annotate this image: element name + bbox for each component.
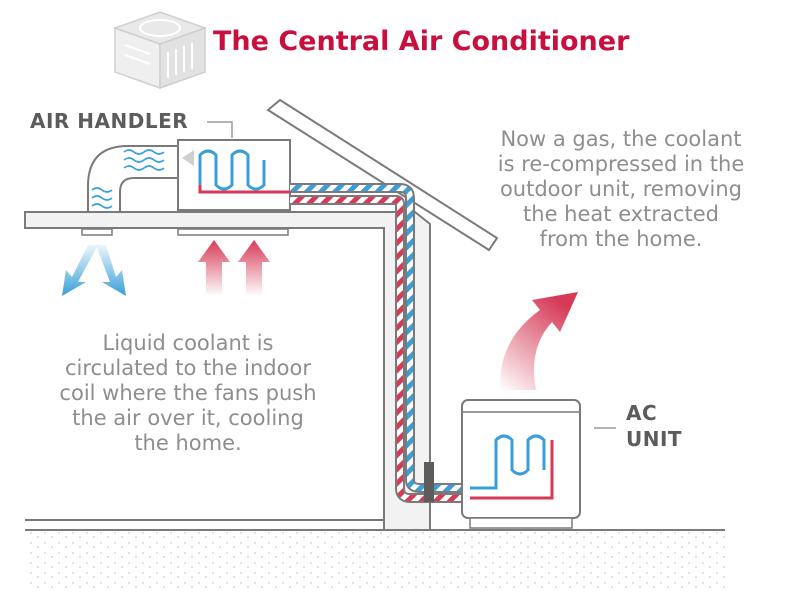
outdoor-caption-line: from the home.	[540, 227, 703, 251]
return-vent	[177, 228, 289, 236]
indoor-caption: Liquid coolant is circulated to the indo…	[59, 331, 316, 455]
indoor-caption-line: coil where the fans push	[59, 381, 316, 405]
fan-arrow	[182, 150, 194, 166]
outdoor-coil-cool	[470, 434, 546, 490]
ac-unit-base	[469, 517, 573, 529]
roof	[266, 98, 499, 252]
air-duct	[87, 145, 179, 213]
outdoor-caption-line: Now a gas, the coolant	[500, 127, 741, 151]
line-outer-2	[290, 195, 470, 503]
warm-air-arrows	[198, 240, 270, 296]
ac-unit-label-line1: AC	[626, 401, 657, 425]
outdoor-caption-line: outdoor unit, removing	[500, 177, 742, 201]
cool-air-arrows	[62, 245, 126, 296]
indoor-coil	[198, 149, 266, 191]
supply-vent	[81, 228, 113, 236]
ground	[25, 530, 725, 590]
outdoor-caption-line: the heat extracted	[523, 202, 719, 226]
liquid-line	[290, 197, 470, 501]
ac-unit-icon	[112, 11, 208, 90]
ac-unit-label-line2: UNIT	[626, 427, 682, 451]
wall-penetration	[424, 462, 434, 502]
page-title: The Central Air Conditioner	[213, 26, 630, 57]
suction-line	[290, 185, 470, 491]
outdoor-caption-line: is re-compressed in the	[498, 152, 744, 176]
air-handler-unit	[177, 139, 291, 211]
air-handler-label: AIR HANDLER	[30, 109, 188, 133]
ac-unit-body	[461, 399, 581, 519]
indoor-caption-line: the air over it, cooling	[72, 406, 304, 430]
air-handler-leader	[207, 121, 233, 138]
duct-airflow	[91, 149, 165, 209]
indoor-coil-outlet	[198, 185, 290, 194]
indoor-caption-line: Liquid coolant is	[103, 331, 274, 355]
indoor-caption-line: circulated to the indoor	[65, 356, 311, 380]
outdoor-caption: Now a gas, the coolant is re-compressed …	[498, 127, 744, 251]
indoor-caption-line: the home.	[134, 431, 241, 455]
outdoor-coil-warm	[470, 440, 554, 500]
line-outer-1	[290, 183, 470, 493]
heat-exhaust-arrow	[499, 292, 578, 390]
house-wall	[24, 211, 431, 531]
